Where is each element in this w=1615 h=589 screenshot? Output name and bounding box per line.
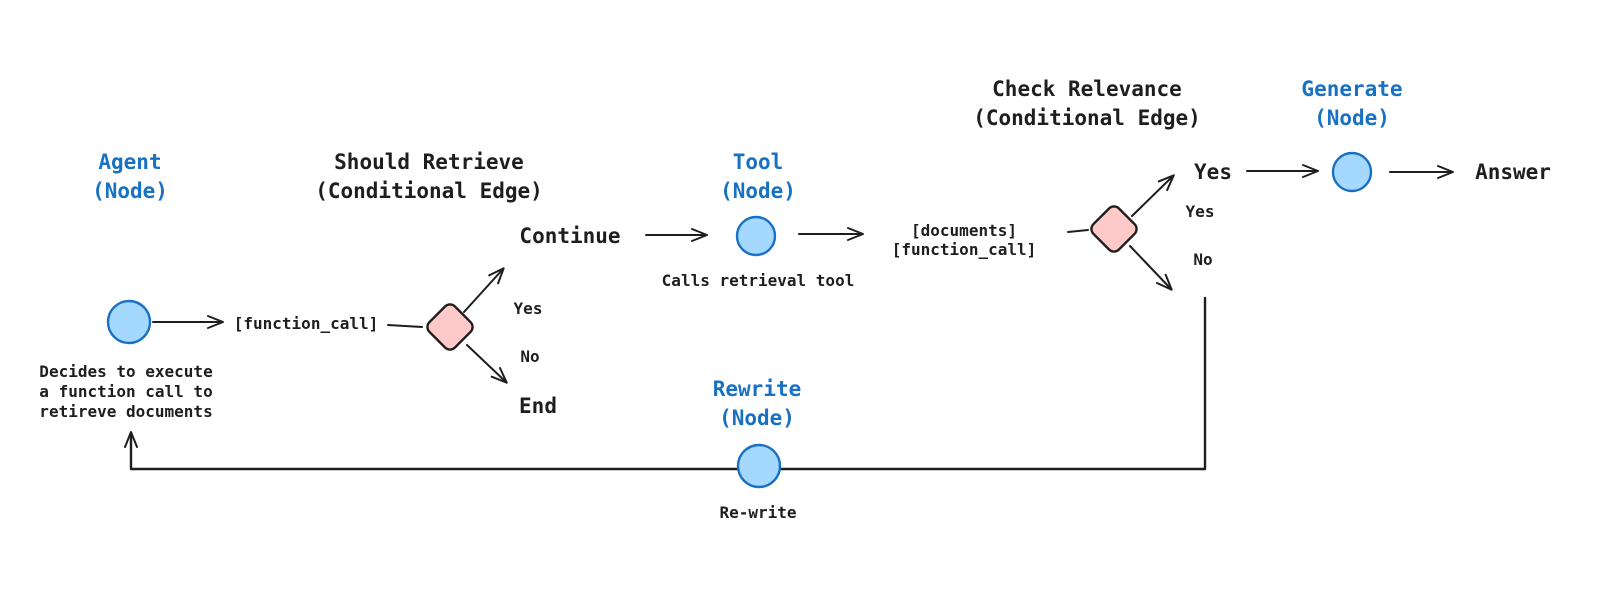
should-retrieve-title-sublabel: (Conditional Edge) — [315, 179, 543, 203]
check-relevance-title-label: Check Relevance — [992, 77, 1182, 101]
agent-node-circle — [106, 299, 152, 345]
yes-branch-label: Yes — [1194, 160, 1232, 184]
tool-node-circle — [735, 215, 777, 257]
function-call-edge-label: [function_call] — [233, 314, 379, 333]
edge-should-retrieve-yes-arrow — [463, 267, 505, 313]
edge-documents-to-diamond-line — [1067, 229, 1089, 233]
agent-node-title: Agent (Node) — [92, 148, 168, 206]
tool-node-title: Tool (Node) — [720, 148, 796, 206]
rewrite-node-title-label: Rewrite — [712, 377, 802, 401]
agent-description-line1: Decides to execute — [39, 362, 213, 381]
edge-check-relevance-no-arrow — [1129, 245, 1173, 291]
generate-node-title-label: Generate — [1301, 77, 1403, 101]
documents-edge-label-line1: [documents] — [911, 221, 1017, 240]
agent-description-line3: retireve documents — [39, 402, 213, 421]
rewrite-node-circle — [736, 443, 782, 489]
tool-node-title-label: Tool — [732, 150, 784, 174]
should-retrieve-title: Should Retrieve (Conditional Edge) — [315, 148, 543, 206]
should-retrieve-yes-label: Yes — [513, 299, 543, 318]
agent-node-title-sublabel: (Node) — [92, 179, 168, 203]
should-retrieve-title-label: Should Retrieve — [334, 150, 524, 174]
check-relevance-title-sublabel: (Conditional Edge) — [973, 106, 1201, 130]
generate-node-circle — [1331, 151, 1373, 193]
edge-rewrite-loop-arrow — [124, 296, 1207, 471]
continue-edge-label: Continue — [519, 224, 621, 248]
rewrite-edge-label: Re-write — [719, 503, 797, 522]
agent-description: Decides to execute a function call to re… — [39, 362, 212, 422]
edge-should-retrieve-no-arrow — [466, 344, 508, 384]
tool-node-title-sublabel: (Node) — [720, 179, 796, 203]
should-retrieve-diamond — [426, 303, 474, 351]
end-label: End — [519, 394, 557, 418]
check-relevance-no-label: No — [1193, 250, 1213, 269]
generate-node-title: Generate (Node) — [1301, 75, 1402, 133]
edge-check-relevance-yes-arrow — [1131, 174, 1175, 217]
check-relevance-yes-label: Yes — [1185, 202, 1215, 221]
tool-description: Calls retrieval tool — [661, 271, 855, 290]
edge-function-call-to-diamond-line — [387, 324, 423, 328]
agent-description-line2: a function call to — [39, 382, 213, 401]
should-retrieve-no-label: No — [520, 347, 540, 366]
rewrite-node-title: Rewrite (Node) — [713, 375, 802, 433]
check-relevance-diamond — [1090, 205, 1138, 253]
generate-node-title-sublabel: (Node) — [1314, 106, 1390, 130]
documents-edge-label: [documents] [function_call] — [892, 221, 1037, 259]
check-relevance-title: Check Relevance (Conditional Edge) — [973, 75, 1201, 133]
rewrite-node-title-sublabel: (Node) — [719, 406, 795, 430]
agent-node-title-label: Agent — [98, 150, 162, 174]
documents-edge-label-line2: [function_call] — [891, 240, 1037, 259]
answer-label: Answer — [1475, 160, 1551, 184]
